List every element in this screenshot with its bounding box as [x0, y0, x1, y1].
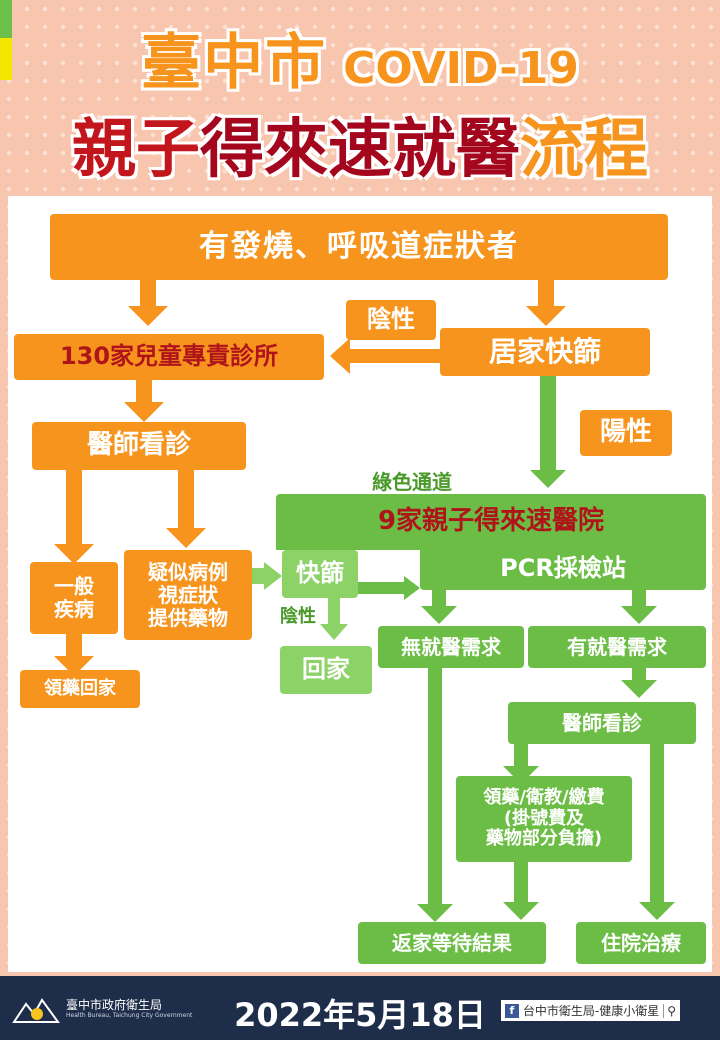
- arrow-pcr-no-head: [421, 606, 457, 624]
- arrow-rapid-home-shaft: [328, 598, 340, 626]
- arrow-left-shaft: [140, 280, 156, 308]
- search-icon: ⚲: [663, 1003, 676, 1018]
- doctor-visit-left-box: 醫師看診: [32, 422, 246, 470]
- general-illness-text: 一般 疾病: [54, 574, 94, 621]
- line-doctor-hospital: [650, 744, 664, 904]
- suspected-case-text: 疑似病例 視症狀 提供藥物: [148, 559, 228, 630]
- accent-stripe-green: [0, 0, 12, 38]
- title-city: 臺中市: [141, 28, 328, 98]
- arrow-negative-head: [330, 338, 350, 374]
- line-doctor-medicine: [514, 744, 528, 768]
- title-part-1: 親子: [72, 113, 200, 187]
- line-medicine-return: [514, 862, 528, 904]
- positive-label: 陽性: [580, 410, 672, 456]
- arrow-pcr-no-shaft: [432, 590, 446, 608]
- pcr-station-box: PCR採檢站: [420, 548, 706, 590]
- arrow-rapid-home-head: [320, 624, 348, 640]
- arrow-has-need-doctor-head: [621, 680, 657, 698]
- general-illness-box: 一般 疾病: [30, 562, 118, 634]
- title-line-2: 親子得來速就醫流程: [0, 98, 720, 190]
- home-rapid-test-box: 居家快篩: [440, 328, 650, 376]
- arrow-no-need-head: [417, 904, 453, 922]
- arrow-has-need-doctor-shaft: [632, 668, 646, 682]
- arrow-general-shaft: [66, 470, 82, 546]
- positive-small-label: 陽性: [362, 560, 395, 579]
- health-bureau-logo-icon: [12, 990, 62, 1026]
- arrow-to-rapid-head: [264, 562, 282, 590]
- arrow-rapid-pcr-shaft: [358, 582, 406, 594]
- arrow-rapid-pcr-head: [404, 576, 420, 600]
- symptoms-box: 有發燒、呼吸道症狀者: [50, 214, 668, 280]
- go-home-box: 回家: [280, 646, 372, 694]
- arrow-general-head: [54, 544, 94, 564]
- medicine-fee-text: 領藥/衛教/繳費 (掛號費及 藥物部分負擔): [483, 786, 605, 850]
- no-medical-need-box: 無就醫需求: [378, 626, 524, 668]
- arrow-right-shaft: [538, 280, 554, 308]
- facebook-text: 台中市衛生局-健康小衛星: [522, 1004, 660, 1018]
- has-medical-need-box: 有就醫需求: [528, 626, 706, 668]
- negative-small-label: 陰性: [280, 606, 316, 627]
- arrow-general-medicine-shaft: [66, 634, 82, 658]
- hospitals-box: 9家親子得來速醫院: [276, 494, 706, 550]
- clinic-box: 130家兒童專責診所: [14, 334, 324, 380]
- rapid-test-box: 快篩: [282, 550, 358, 598]
- arrow-suspected-head: [166, 528, 206, 548]
- arrow-clinic-doctor-head: [124, 402, 164, 422]
- arrow-positive-head: [530, 470, 566, 488]
- logo-subtext: Health Bureau, Taichung City Government: [66, 1012, 193, 1019]
- title-part-2: 得來速就醫: [200, 113, 520, 187]
- arrow-suspected-shaft: [178, 470, 194, 530]
- negative-label: 陰性: [346, 300, 436, 340]
- arrow-doctor-hospital-head: [639, 902, 675, 920]
- footer: 臺中市政府衛生局 Health Bureau, Taichung City Go…: [0, 976, 720, 1040]
- medicine-fee-box: 領藥/衛教/繳費 (掛號費及 藥物部分負擔): [456, 776, 632, 862]
- facebook-icon: f: [504, 1003, 519, 1018]
- line-no-need-down: [428, 668, 442, 906]
- green-channel-label: 綠色通道: [372, 470, 452, 494]
- arrow-negative-shaft: [350, 349, 442, 363]
- arrow-right-head: [526, 306, 566, 326]
- arrow-pcr-yes-shaft: [632, 590, 646, 608]
- arrow-medicine-return-head: [503, 902, 539, 920]
- hospitalization-box: 住院治療: [576, 922, 706, 964]
- take-medicine-home-box: 領藥回家: [20, 670, 140, 708]
- arrow-positive-shaft: [540, 376, 556, 472]
- arrow-to-rapid-shaft: [252, 568, 266, 584]
- arrow-left-head: [128, 306, 168, 326]
- return-home-wait-box: 返家等待結果: [358, 922, 546, 964]
- arrow-clinic-doctor-shaft: [136, 380, 152, 404]
- arrow-pcr-yes-head: [621, 606, 657, 624]
- title-part-3: 流程: [520, 113, 648, 187]
- title-covid: COVID-19: [343, 43, 579, 94]
- suspected-case-box: 疑似病例 視症狀 提供藥物: [124, 550, 252, 640]
- date-label: 2022年5月18日: [234, 996, 486, 1034]
- logo-text: 臺中市政府衛生局: [66, 998, 163, 1012]
- title-line-1: 臺中市 COVID-19: [0, 14, 720, 101]
- facebook-link[interactable]: f 台中市衛生局-健康小衛星 ⚲: [500, 1000, 680, 1021]
- doctor-visit-right-box: 醫師看診: [508, 702, 696, 744]
